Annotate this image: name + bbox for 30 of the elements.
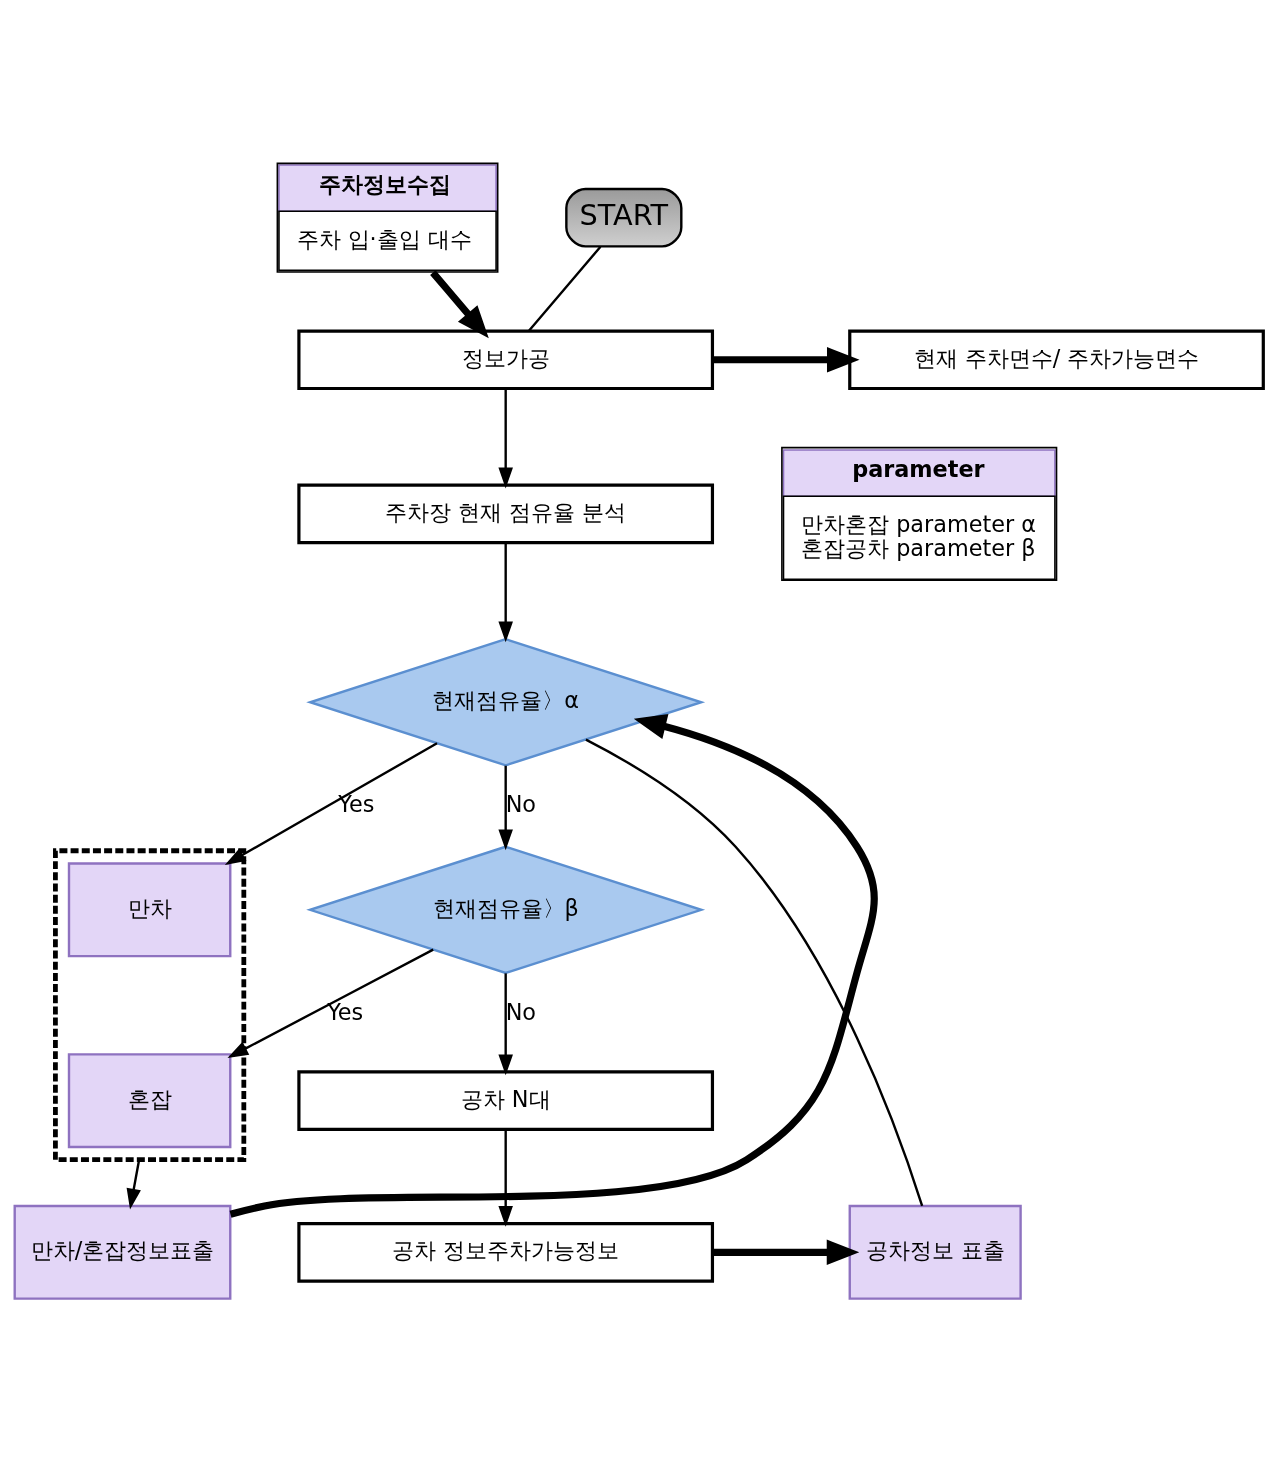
arrow <box>498 972 513 1075</box>
arrow <box>227 948 434 1058</box>
arrow <box>126 1159 141 1209</box>
node-box: 공차정보 표출 <box>848 1204 1022 1300</box>
node-box: START <box>565 187 683 248</box>
arrow <box>498 765 513 850</box>
arrow <box>498 1128 513 1227</box>
node-diamond: 현재점유율〉β <box>306 845 706 974</box>
node-box: 공차 정보주차가능정보 <box>297 1221 715 1283</box>
edge-label: Yes <box>327 998 364 1025</box>
arrow <box>498 388 513 488</box>
arrow <box>229 713 878 1218</box>
node-box: 정보가공 <box>297 328 715 390</box>
node-box: 만차/혼잡정보표출 <box>13 1204 232 1300</box>
node-box: 혼잡 <box>67 1052 232 1148</box>
node-box: 주차장 현재 점유율 분석 <box>297 483 715 544</box>
edge-label: No <box>505 998 537 1025</box>
arrow <box>712 346 860 373</box>
edge-label: Yes <box>338 790 375 817</box>
arrow <box>224 741 438 865</box>
node-box: 만차 <box>67 861 232 957</box>
arrow <box>712 1239 860 1265</box>
node-box: 현재 주차면수/ 주차가능면수 <box>848 328 1265 390</box>
connector <box>528 245 602 332</box>
connector <box>585 738 924 1206</box>
edge-label: No <box>505 790 537 817</box>
node-diamond: 현재점유율〉α <box>306 637 706 767</box>
node-box: 공차 N대 <box>297 1069 715 1131</box>
arrow <box>430 269 489 338</box>
arrow <box>498 542 513 642</box>
